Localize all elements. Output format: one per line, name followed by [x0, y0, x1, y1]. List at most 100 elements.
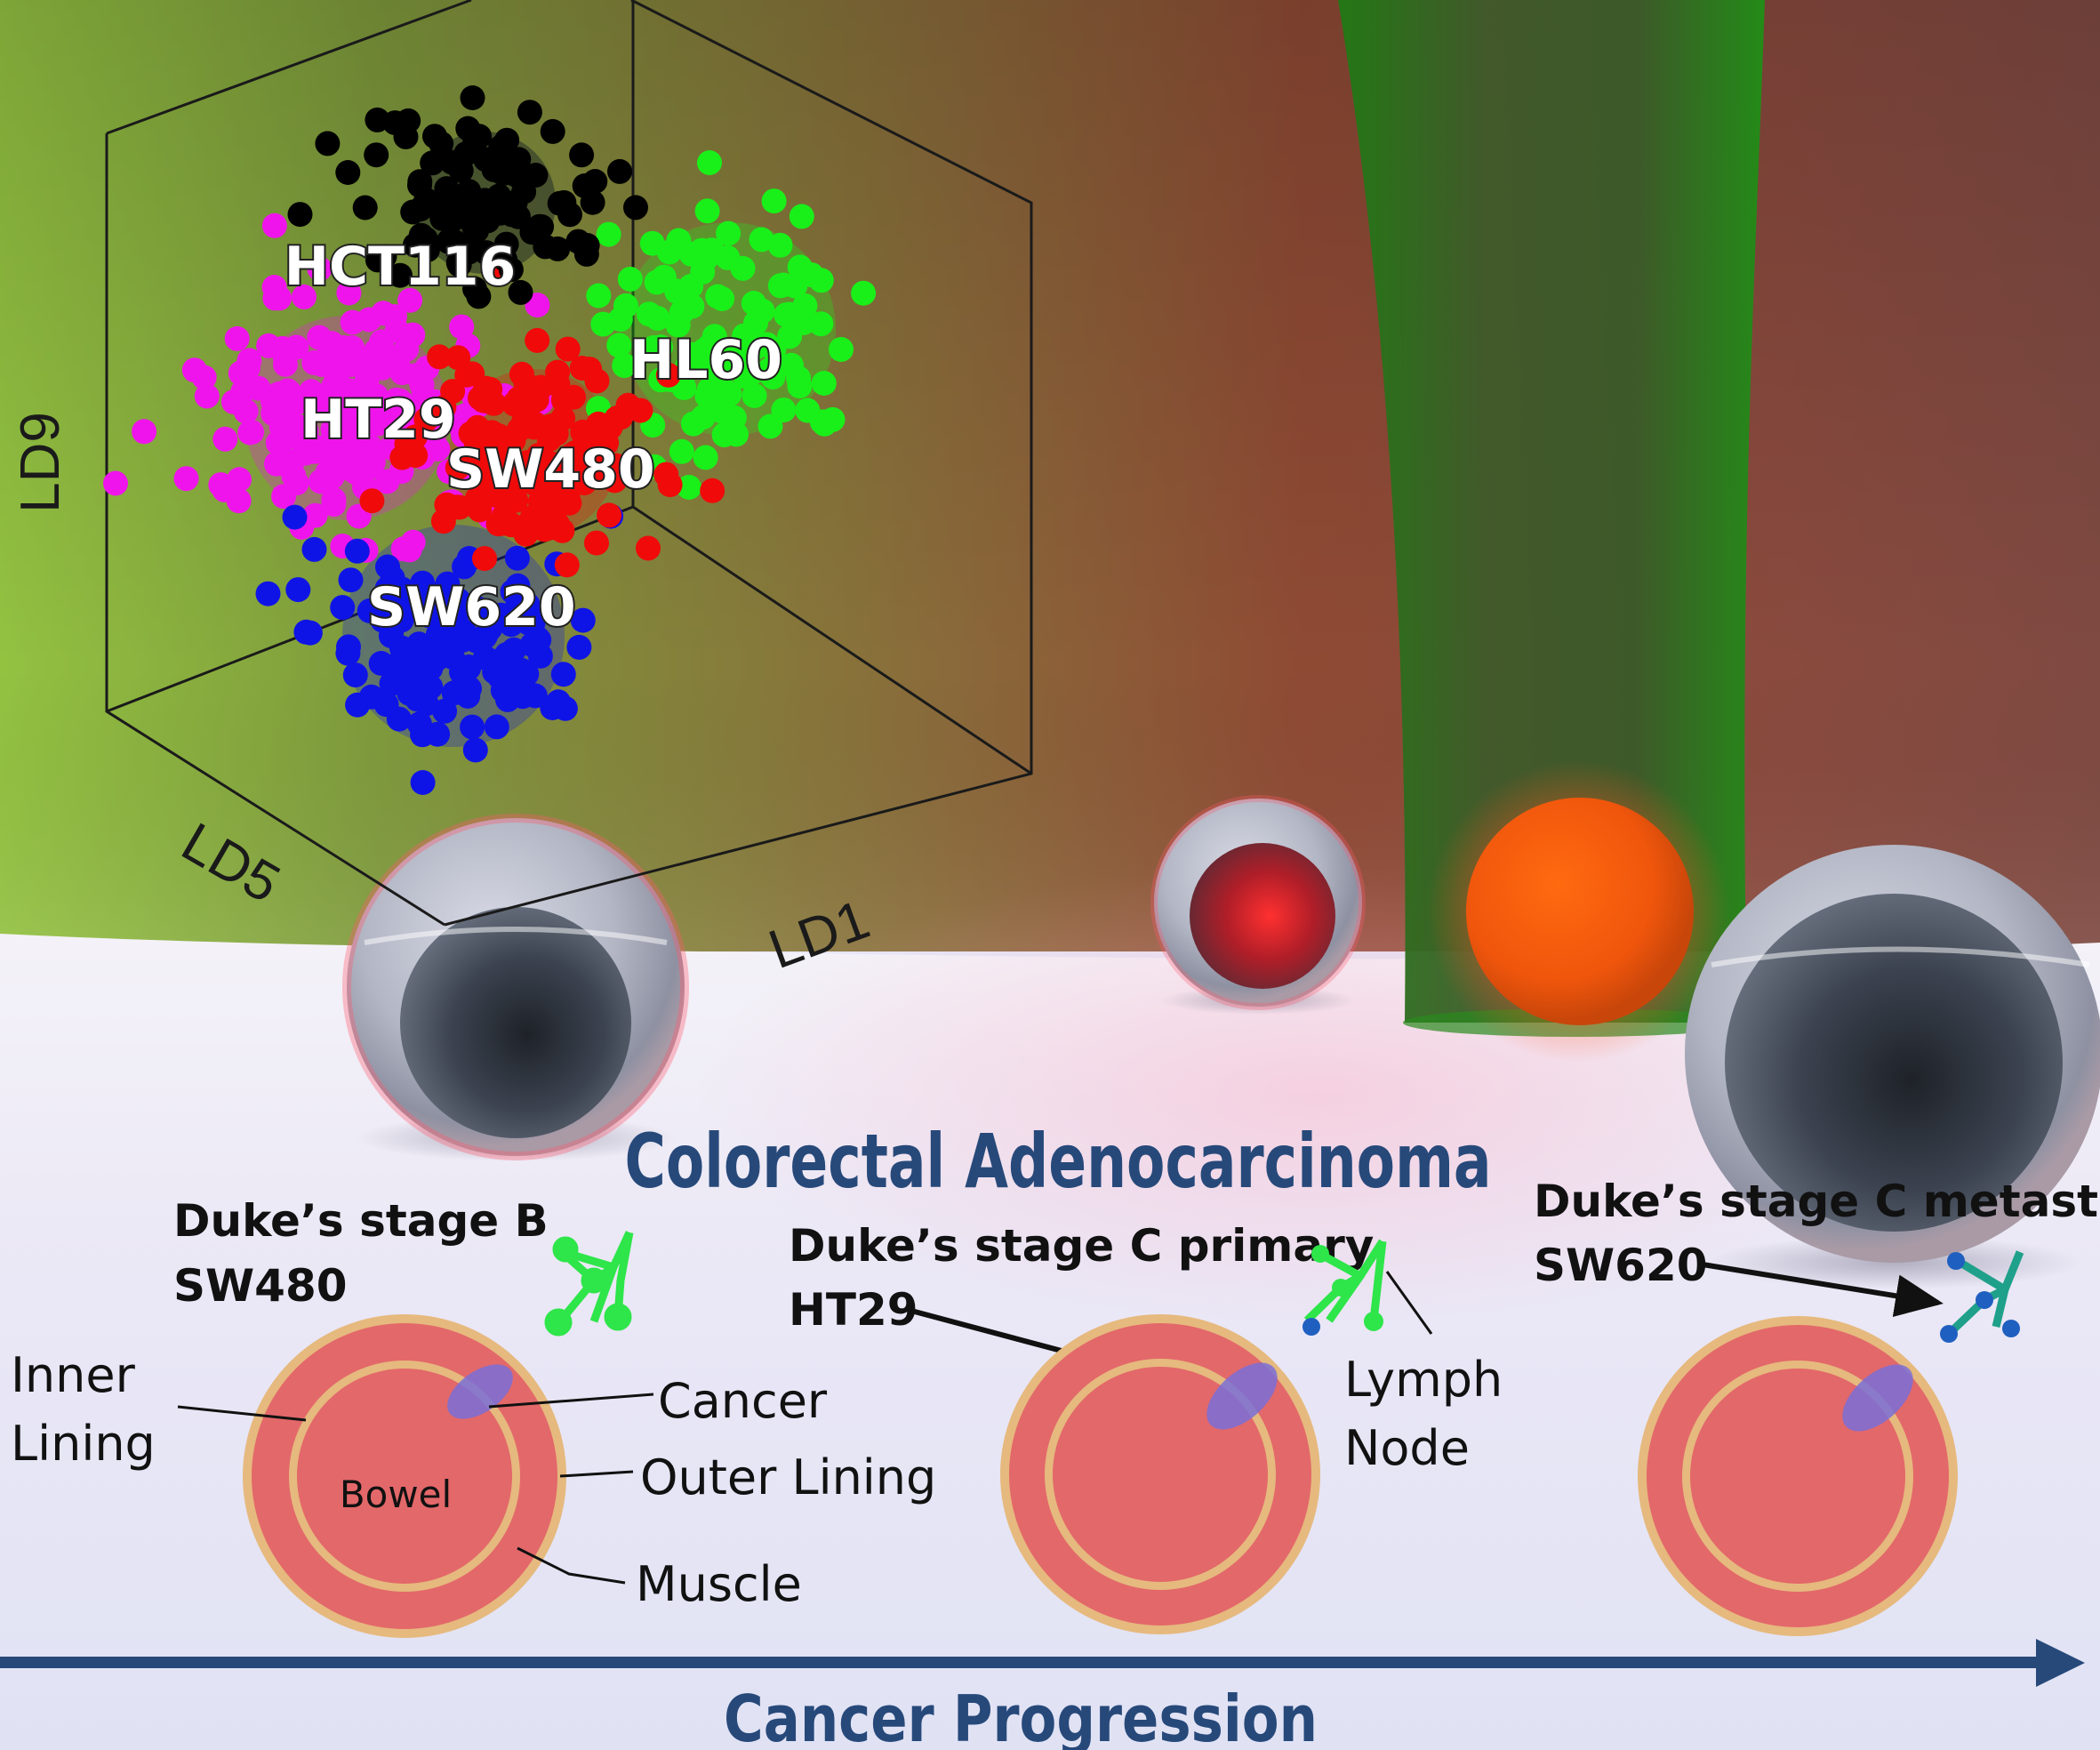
scatter-point-hl60 [786, 365, 812, 391]
scatter-point-ht29 [233, 357, 259, 383]
scatter-point-sw480 [458, 421, 484, 446]
scatter-point-sw480 [583, 424, 608, 450]
scatter-point-sw620 [410, 722, 436, 748]
scatter-point-ht29 [277, 380, 302, 405]
scatter-point-sw620 [423, 597, 449, 622]
cluster-label-ht29: HT29 [301, 389, 456, 451]
scatter-point-hct116 [365, 107, 390, 132]
scatter-point-ht29 [271, 484, 297, 510]
scatter-point-sw480 [465, 486, 491, 510]
scatter-point-ht29 [389, 360, 415, 386]
leader-cancer [488, 1393, 654, 1409]
scatter-point-sw620 [546, 689, 571, 715]
scatter-point-hct116 [607, 158, 632, 184]
cell-left [342, 814, 689, 1161]
scatter-point-sw480 [604, 453, 629, 478]
scatter-point-sw480 [472, 546, 497, 572]
scatter-point-hl60 [709, 373, 734, 399]
scatter-point-sw620 [484, 714, 509, 740]
scatter-point-ht29 [400, 529, 426, 555]
scatter-point-ht29 [173, 466, 199, 492]
scatter-point-ht29 [273, 351, 298, 377]
inner-lining-label-1: Inner [11, 1347, 136, 1403]
scatter-point-hl60 [693, 445, 718, 470]
scatter-point-ht29 [267, 285, 293, 311]
scatter-point-hl60 [749, 227, 774, 253]
scatter-point-ht29 [212, 477, 237, 502]
scatter-point-sw480 [636, 535, 661, 561]
bowel-cross-section-b [243, 1314, 566, 1638]
scatter-point-sw620 [370, 607, 396, 633]
scatter-point-hl60 [677, 475, 701, 500]
scatter-point-sw480 [655, 362, 681, 388]
scatter-point-ht29 [191, 365, 217, 390]
scatter-point-sw480 [444, 494, 469, 520]
scatter-point-sw620 [520, 610, 546, 636]
scatter-point-sw620 [427, 624, 453, 650]
scatter-point-sw480 [549, 518, 575, 543]
leader-muscle [517, 1546, 626, 1585]
outer-lining-label: Outer Lining [640, 1449, 936, 1505]
orange-bead [1466, 798, 1694, 1025]
scatter-point-sw620 [410, 770, 436, 795]
leader-lymph-node [1385, 1271, 1433, 1335]
stage-c-metastasis-panel: Duke’s stage C metastasis SW620 [1534, 1176, 2100, 1636]
scatter-point-sw480 [584, 530, 609, 556]
scatter-point-hl60 [761, 189, 787, 214]
stage-b-title: Duke’s stage B [173, 1195, 549, 1247]
scatter-point-hl60 [679, 293, 705, 319]
scatter-point-ht29 [194, 383, 220, 409]
scatter-point-hl60 [741, 383, 767, 408]
scatter-point-hct116 [529, 214, 555, 239]
scatter-point-hct116 [287, 202, 313, 228]
scatter-point-ht29 [103, 470, 128, 496]
scatter-point-ht29 [224, 325, 250, 351]
scatter-point-sw480 [550, 405, 576, 431]
scatter-point-sw480 [427, 344, 453, 370]
scatter-point-ht29 [305, 384, 331, 410]
green-tube [1338, 0, 1765, 1023]
scatter-point-hct116 [461, 125, 487, 151]
scatter-point-sw620 [509, 657, 534, 683]
scatter-point-hl60 [767, 232, 793, 258]
scatter-point-hct116 [407, 169, 433, 195]
scatter-point-hct116 [335, 160, 361, 185]
scatter-point-sw620 [282, 504, 308, 530]
scatter-point-hct116 [315, 131, 341, 157]
scatter-point-hct116 [400, 199, 426, 225]
progression-label: Cancer Progression [724, 1682, 1318, 1750]
scatter-point-sw620 [466, 596, 492, 622]
scatter-point-sw620 [330, 595, 356, 621]
scatter-point-hct116 [364, 142, 389, 168]
cancer-label: Cancer [658, 1373, 828, 1429]
scatter-point-sw620 [550, 662, 576, 687]
lymph-label-1: Lymph [1344, 1352, 1503, 1408]
scatter-point-ht29 [336, 280, 362, 306]
bowel-cross-section-c-primary [1000, 1314, 1320, 1634]
scatter-point-ht29 [356, 349, 381, 375]
scatter-point-sw480 [479, 445, 505, 470]
bowel-cross-section-c-metastasis [1638, 1316, 1958, 1636]
scatter-point-ht29 [302, 438, 327, 464]
scatter-point-sw480 [440, 379, 466, 405]
scatter-point-sw480 [501, 391, 527, 417]
scatter-point-ht29 [301, 349, 327, 375]
scatter-point-hl60 [811, 371, 837, 396]
scatter-point-ht29 [260, 400, 286, 426]
diagram-title: Colorectal Adenocarcinoma [625, 1118, 1492, 1205]
scatter-point-ht29 [280, 448, 306, 474]
stage-c-metastasis-cell-line: SW620 [1534, 1240, 1708, 1291]
scatter-point-hct116 [437, 189, 463, 214]
scatter-point-hl60 [612, 353, 637, 379]
scatter-point-hct116 [445, 250, 471, 276]
stage-c-primary-title: Duke’s stage C primary [789, 1220, 1374, 1272]
scatter-point-sw620 [456, 654, 482, 679]
scatter-point-ht29 [339, 433, 365, 459]
scatter-point-ht29 [239, 420, 264, 445]
scatter-point-sw620 [255, 581, 281, 606]
scatter-point-sw620 [397, 680, 422, 706]
scatter-point-hl60 [656, 239, 682, 265]
scatter-point-sw620 [335, 640, 361, 666]
scatter-point-hl60 [607, 307, 633, 333]
scatter-point-hl60 [645, 305, 670, 331]
